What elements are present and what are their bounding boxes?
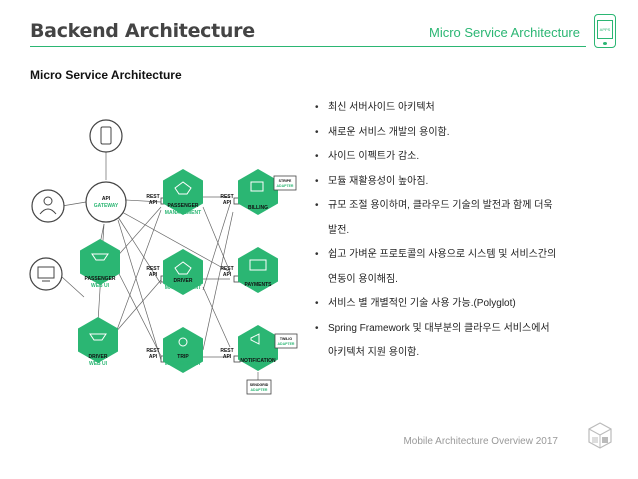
- bullet-item: 쉽고 가벼운 프로토콜의 사용으로 시스템 및 서비스간의: [312, 243, 612, 268]
- passenger-web-label: PASSENGER: [84, 276, 115, 282]
- payments-label: PAYMENTS: [245, 282, 273, 288]
- sendgrid-adapter-sublabel: ADAPTER: [251, 388, 268, 392]
- notification-node: NOTIFICATION: [238, 325, 278, 371]
- monitor-icon: [37, 266, 55, 279]
- driver-management-label: DRIVER: [174, 278, 193, 284]
- trip-pin-icon: [178, 337, 188, 347]
- footer-text: Mobile Architecture Overview 2017: [403, 436, 558, 447]
- passenger-management-node: PASSENGER MANAGEMENT: [163, 169, 203, 216]
- driver-web-icon: [89, 333, 107, 341]
- rest-api-sublabel-trip: API: [149, 354, 158, 360]
- twilio-adapter-sublabel: ADAPTER: [278, 342, 295, 346]
- bullet-continuation: 발전.: [328, 224, 350, 236]
- rest-api-label-passenger: REST: [146, 194, 159, 200]
- bullet-item: 규모 조절 용이하며, 클라우드 기술의 발전과 함께 더욱: [312, 194, 612, 219]
- rest-api-sublabel-notification: API: [223, 354, 232, 360]
- slide-subtitle: Micro Service Architecture: [30, 68, 182, 82]
- phone-logo-label: APPS: [599, 27, 611, 32]
- bullet-item: 새로운 서비스 개발의 용이함.: [312, 121, 612, 146]
- twilio-adapter: TWILIO ADAPTER: [274, 333, 298, 349]
- smartphone-icon: [100, 126, 112, 145]
- passenger-web-node: PASSENGER WEB UI: [80, 239, 120, 289]
- architecture-diagram: API GATEWAY PASSENGER WEB UI DRIVER WEB …: [29, 119, 298, 395]
- billing-icon: [250, 181, 264, 192]
- bullet-item: 서비스 별 개별적인 기술 사용 가능.(Polyglot): [312, 292, 612, 317]
- driver-web-label: DRIVER: [89, 354, 108, 360]
- rest-api-label-driver: REST: [146, 266, 159, 272]
- stripe-adapter-sublabel: ADAPTER: [277, 184, 294, 188]
- trip-management-sublabel: MANAGEMENT: [165, 361, 201, 367]
- twilio-adapter-label: TWILIO: [280, 337, 293, 341]
- desktop-node: [29, 257, 63, 291]
- driver-web-sublabel: WEB UI: [89, 361, 108, 367]
- page-title: Backend Architecture: [30, 20, 255, 42]
- billing-node: BILLING: [238, 169, 278, 215]
- api-gateway-label: API: [102, 196, 111, 202]
- api-gateway-sublabel: GATEWAY: [94, 203, 119, 209]
- passenger-web-icon: [91, 253, 109, 261]
- payments-icon: [249, 259, 267, 271]
- bullet-item: 모듈 재활용성이 높아짐.: [312, 170, 612, 195]
- stripe-adapter: STRIPE ADAPTER: [273, 175, 297, 191]
- bullet-item: 사이드 이펙트가 감소.: [312, 145, 612, 170]
- trip-management-node: TRIP MANAGEMENT: [163, 327, 203, 373]
- person-icon: [43, 196, 53, 206]
- mobile-device-node: [89, 119, 123, 153]
- passenger-web-sublabel: WEB UI: [91, 283, 110, 289]
- rest-api-sublabel-passenger: API: [149, 200, 158, 206]
- bullet-item: Spring Framework 및 대부분의 클라우드 서비스에서: [312, 317, 612, 342]
- header-divider: [30, 46, 586, 47]
- driver-management-node: DRIVER MANAGEMENT: [163, 249, 203, 295]
- passenger-icon: [174, 181, 192, 195]
- rest-api-label-billing: REST: [220, 194, 233, 200]
- payments-node: PAYMENTS: [238, 247, 278, 293]
- trip-management-label: TRIP: [177, 354, 189, 360]
- driver-icon: [174, 261, 192, 275]
- api-gateway-node: API GATEWAY: [85, 181, 127, 223]
- sendgrid-adapter: SENDGRID ADAPTER: [246, 379, 272, 395]
- rest-api-sublabel-driver: API: [149, 272, 158, 278]
- driver-management-sublabel: MANAGEMENT: [165, 285, 201, 291]
- megaphone-icon: [250, 333, 260, 345]
- cube-logo-icon: [588, 422, 612, 449]
- user-node: [31, 189, 65, 223]
- feature-bullet-list: 최신 서버사이드 아키텍처 새로운 서비스 개발의 용이함. 사이드 이펙트가 …: [312, 96, 612, 366]
- bullet-item: 최신 서버사이드 아키텍처: [312, 96, 612, 121]
- phone-logo-icon: APPS: [594, 14, 616, 48]
- passenger-management-sublabel: MANAGEMENT: [165, 210, 201, 216]
- connection-lines: [61, 152, 276, 380]
- stripe-adapter-label: STRIPE: [279, 179, 292, 183]
- bullet-continuation: 연동이 용이해짐.: [328, 273, 398, 285]
- driver-web-node: DRIVER WEB UI: [78, 317, 118, 367]
- rest-api-label-trip: REST: [146, 348, 159, 354]
- bullet-continuation: 아키텍처 지원 용이함.: [328, 347, 420, 358]
- rest-api-label-payments: REST: [220, 266, 233, 272]
- passenger-management-label: PASSENGER: [167, 203, 198, 209]
- billing-label: BILLING: [248, 205, 268, 211]
- rest-api-label-notification: REST: [220, 348, 233, 354]
- section-title: Micro Service Architecture: [429, 25, 580, 40]
- sendgrid-adapter-label: SENDGRID: [250, 383, 269, 387]
- rest-api-sublabel-billing: API: [223, 200, 232, 206]
- notification-label: NOTIFICATION: [240, 358, 276, 364]
- rest-api-sublabel-payments: API: [223, 272, 232, 278]
